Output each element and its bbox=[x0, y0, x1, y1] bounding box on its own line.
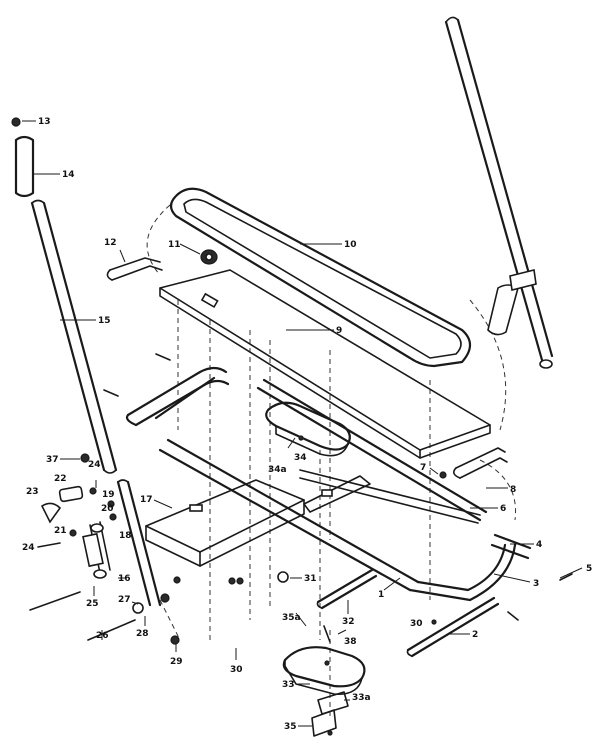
label-6: 6 bbox=[500, 504, 506, 514]
label-22: 22 bbox=[54, 474, 67, 484]
label-24-lower: 24 bbox=[22, 543, 35, 553]
label-33a: 33a bbox=[352, 693, 371, 703]
screws-group bbox=[103, 353, 573, 643]
right-handle-part bbox=[444, 16, 554, 369]
left-hardware-group bbox=[29, 453, 180, 645]
label-11: 11 bbox=[168, 240, 181, 250]
label-12: 12 bbox=[104, 238, 117, 248]
footrest-pad-part bbox=[282, 646, 366, 695]
label-28: 28 bbox=[136, 629, 149, 639]
seat-part bbox=[265, 401, 351, 457]
part-labels: 13 14 15 12 11 10 9 7 8 6 4 3 5 2 30 1 3… bbox=[22, 117, 592, 732]
label-18: 18 bbox=[119, 531, 132, 541]
label-26: 26 bbox=[96, 631, 109, 641]
label-1: 1 bbox=[378, 590, 384, 600]
label-2: 2 bbox=[472, 630, 478, 640]
label-10: 10 bbox=[344, 240, 357, 250]
label-23: 23 bbox=[26, 487, 39, 497]
label-35: 35 bbox=[284, 722, 297, 732]
label-19: 19 bbox=[102, 490, 115, 500]
label-3: 3 bbox=[533, 579, 539, 589]
label-34a: 34a bbox=[268, 465, 287, 475]
label-5: 5 bbox=[586, 564, 592, 574]
upper-frame-part bbox=[303, 475, 371, 513]
base-plate-part bbox=[145, 479, 305, 567]
label-30-right: 30 bbox=[410, 619, 423, 629]
small-bar-32-part bbox=[316, 568, 378, 610]
label-24-upper: 24 bbox=[88, 460, 101, 470]
label-15: 15 bbox=[98, 316, 111, 326]
label-32: 32 bbox=[342, 617, 355, 627]
bottom-bracket-part bbox=[311, 691, 349, 737]
label-29: 29 bbox=[170, 657, 183, 667]
label-7: 7 bbox=[420, 463, 426, 473]
label-8: 8 bbox=[510, 485, 516, 495]
label-25: 25 bbox=[86, 599, 99, 609]
leader-lines bbox=[22, 120, 583, 727]
label-14: 14 bbox=[62, 170, 75, 180]
label-35a: 35a bbox=[282, 613, 301, 623]
label-33: 33 bbox=[282, 680, 295, 690]
label-9: 9 bbox=[336, 326, 342, 336]
assembly-guide-lines bbox=[146, 204, 517, 720]
label-16: 16 bbox=[118, 574, 131, 584]
knob-part bbox=[200, 249, 218, 265]
label-17: 17 bbox=[140, 495, 153, 505]
seat-board-part bbox=[159, 269, 491, 459]
label-13: 13 bbox=[38, 117, 51, 127]
label-20: 20 bbox=[101, 504, 114, 514]
label-38: 38 bbox=[344, 637, 357, 647]
lower-left-arm-part bbox=[116, 479, 162, 607]
label-27: 27 bbox=[118, 595, 131, 605]
crossbar-part bbox=[299, 469, 481, 524]
hook-bracket-part bbox=[106, 257, 163, 281]
left-long-bar-part bbox=[30, 199, 118, 474]
label-21: 21 bbox=[54, 526, 67, 536]
small-bar-2-part bbox=[406, 596, 500, 658]
seat-pad-part bbox=[169, 187, 472, 368]
label-31: 31 bbox=[304, 574, 317, 584]
label-34: 34 bbox=[294, 453, 307, 463]
grip-tube-part bbox=[11, 117, 35, 198]
right-bracket-part bbox=[439, 447, 508, 479]
label-30-left: 30 bbox=[230, 665, 243, 675]
frame-rails-part bbox=[125, 366, 532, 602]
label-4: 4 bbox=[536, 540, 542, 550]
label-37: 37 bbox=[46, 455, 59, 465]
hydraulic-cylinder-part bbox=[82, 521, 111, 579]
